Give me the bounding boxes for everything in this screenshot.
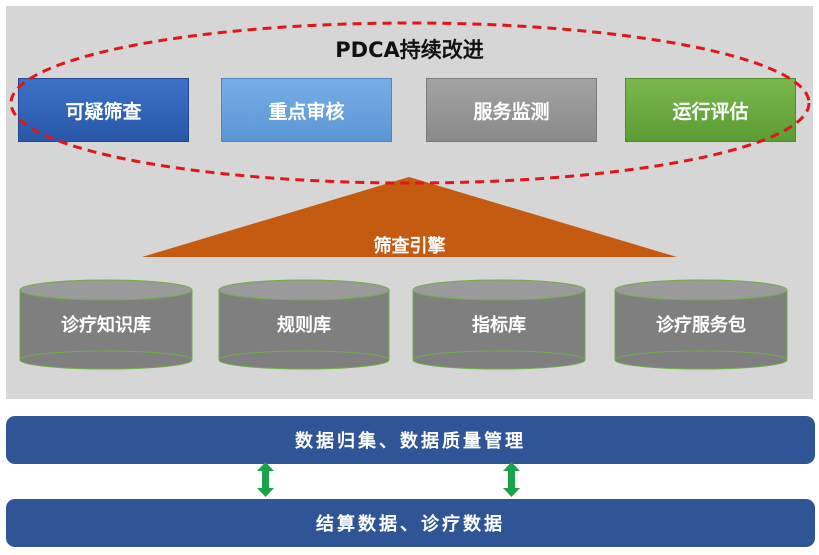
database-label-4: 诊疗服务包 (656, 315, 746, 336)
engine-triangle (142, 177, 677, 257)
source-data-bar: 结算数据、诊疗数据 (6, 499, 815, 547)
bidirectional-arrow-icon (503, 462, 520, 497)
diagram-title: PDCA持续改进 (335, 38, 484, 62)
database-label-2: 规则库 (277, 315, 331, 336)
pdca-box-2: 重点审核 (221, 78, 392, 142)
database-cylinder-1 (19, 279, 193, 370)
pdca-box-3: 服务监测 (426, 78, 597, 142)
pdca-box-4: 运行评估 (625, 78, 796, 142)
data-governance-bar: 数据归集、数据质量管理 (6, 416, 815, 464)
database-cylinder-3 (412, 279, 586, 370)
pdca-box-1: 可疑筛查 (18, 78, 189, 142)
bidirectional-arrow-icon (257, 462, 274, 497)
database-cylinder-2 (218, 279, 390, 370)
database-label-3: 指标库 (472, 315, 526, 336)
database-label-1: 诊疗知识库 (61, 315, 151, 336)
engine-label: 筛查引擎 (373, 236, 446, 257)
database-cylinder-4 (614, 279, 788, 370)
